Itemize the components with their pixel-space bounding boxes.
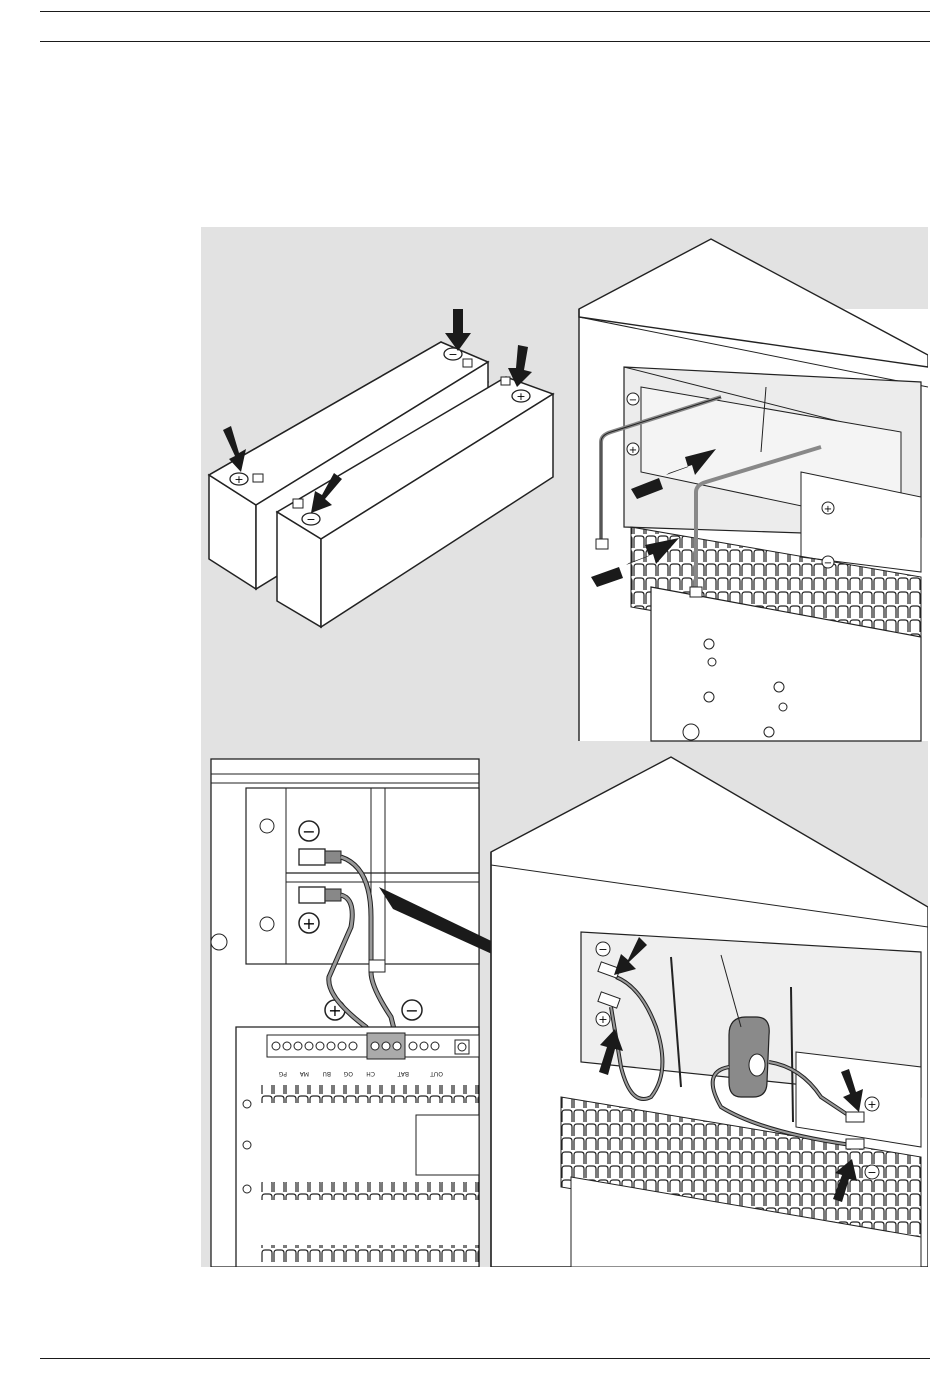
svg-text:−: − bbox=[405, 1001, 418, 1020]
cabinet-wired-view: − + + − bbox=[491, 757, 928, 1267]
svg-text:+: + bbox=[234, 473, 243, 486]
svg-text:−: − bbox=[867, 1166, 876, 1179]
cabinet-top-view: − + + − bbox=[579, 239, 928, 741]
svg-text:−: − bbox=[448, 348, 457, 361]
svg-text:+: + bbox=[824, 504, 832, 515]
svg-text:MA: MA bbox=[299, 1070, 309, 1077]
battery-installation-figure: + − + − bbox=[201, 227, 928, 1267]
svg-text:−: − bbox=[302, 822, 315, 841]
svg-text:+: + bbox=[598, 1013, 607, 1026]
svg-text:+: + bbox=[867, 1098, 876, 1111]
svg-text:OUT: OUT bbox=[430, 1070, 443, 1077]
svg-text:−: − bbox=[824, 558, 832, 569]
header-rule-bottom bbox=[40, 41, 930, 42]
wiring-detail-inset: − + + − bbox=[211, 759, 479, 1267]
footer-rule bbox=[40, 1358, 930, 1359]
svg-text:BU: BU bbox=[322, 1070, 331, 1077]
svg-text:OG: OG bbox=[343, 1070, 353, 1077]
svg-text:+: + bbox=[629, 445, 637, 456]
svg-text:PG: PG bbox=[278, 1070, 287, 1077]
svg-text:+: + bbox=[516, 390, 525, 403]
header-rule-top bbox=[40, 11, 930, 12]
svg-text:−: − bbox=[306, 513, 315, 526]
figure-drawing: + − + − bbox=[201, 227, 928, 1267]
svg-text:−: − bbox=[598, 943, 607, 956]
svg-text:−: − bbox=[629, 395, 637, 406]
svg-text:BAT: BAT bbox=[397, 1070, 409, 1077]
svg-text:CH: CH bbox=[366, 1070, 375, 1077]
svg-text:+: + bbox=[302, 914, 315, 933]
